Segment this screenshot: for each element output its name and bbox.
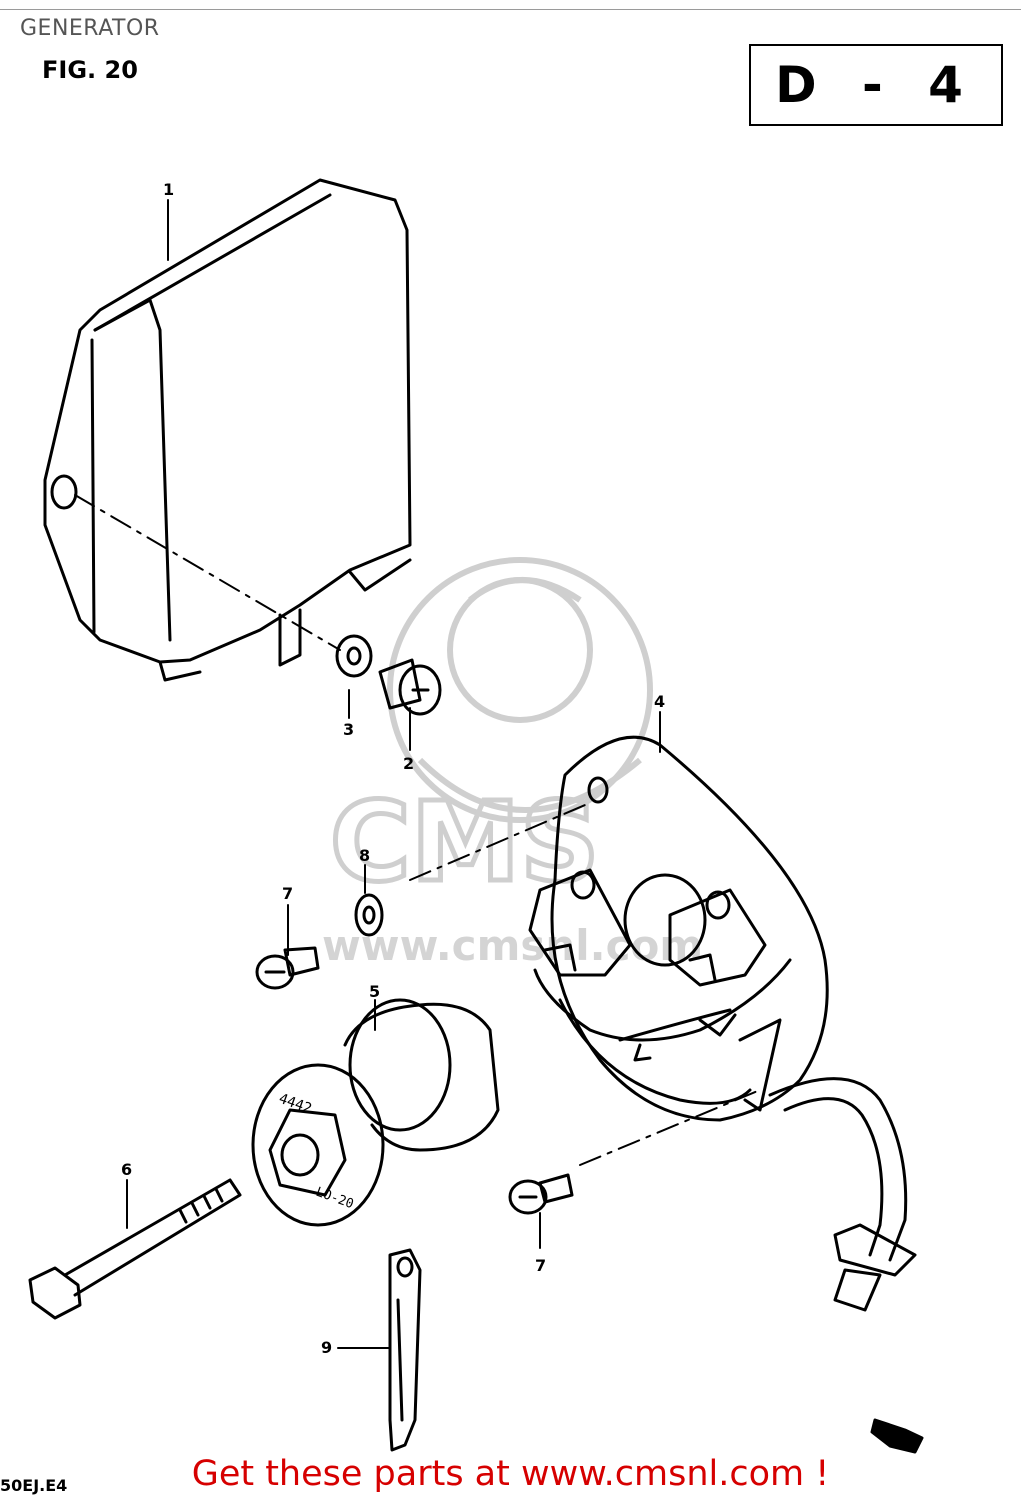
part-4-stator-plate <box>528 735 917 1312</box>
figure-label: FIG. 20 <box>42 56 138 84</box>
part-9-clamp <box>388 1248 422 1452</box>
callout-7-lower: 7 <box>535 1256 547 1275</box>
part-7-screw-lower <box>508 1173 574 1215</box>
page-title: GENERATOR <box>20 16 160 41</box>
drawing-code: 50EJ.E4 <box>0 1476 68 1495</box>
section-code-box: D - 4 <box>749 44 1003 126</box>
callout-1: 1 <box>163 180 175 199</box>
watermark-mascot-icon <box>387 557 653 823</box>
callout-8: 8 <box>359 846 371 865</box>
part-1-cdi-unit <box>43 178 412 682</box>
part-8-washer <box>354 893 384 937</box>
callout-5: 5 <box>369 982 381 1001</box>
part-6-bolt <box>28 1178 242 1320</box>
callout-4: 4 <box>654 692 666 711</box>
part-7-screw-upper <box>255 946 320 990</box>
leader-lines <box>126 199 661 1349</box>
direction-arrow-icon <box>870 1418 924 1454</box>
part-2-screw <box>378 658 442 716</box>
watermark-url: www.cmsnl.com <box>322 921 703 970</box>
callout-6: 6 <box>121 1160 133 1179</box>
rotor-marking-2: LO-20 <box>314 1185 356 1212</box>
promo-link[interactable]: Get these parts at www.cmsnl.com ! <box>191 1454 830 1494</box>
callout-2: 2 <box>403 754 415 773</box>
callout-3: 3 <box>343 720 355 739</box>
part-5-rotor: 4442 LO-20 <box>251 998 500 1227</box>
callout-7-upper: 7 <box>282 884 294 903</box>
part-3-lock-washer <box>335 634 373 678</box>
rotor-marking-1: 4442 <box>277 1091 314 1118</box>
callout-9: 9 <box>321 1338 333 1357</box>
top-rule <box>0 9 1021 10</box>
